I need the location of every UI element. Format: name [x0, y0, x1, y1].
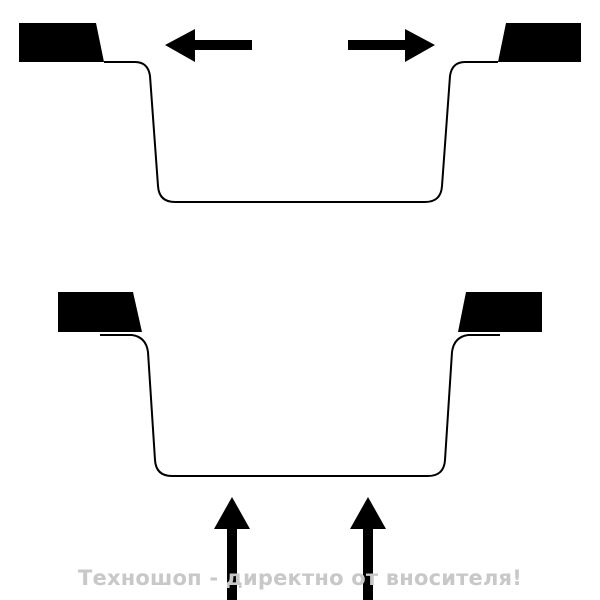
- sink-basin-bottom: [131, 334, 469, 477]
- watermark-text: Техношоп - директно от вносителя!: [77, 566, 522, 590]
- sink-basin-top: [104, 61, 498, 203]
- countertop-left-top: [19, 23, 104, 62]
- bottom-stage: [58, 292, 542, 600]
- arrow-right-icon: [348, 29, 435, 62]
- countertop-right-top: [498, 23, 581, 62]
- arrow-up-icon: [350, 497, 386, 600]
- countertop-right-bottom: [458, 292, 542, 332]
- arrow-left-icon: [165, 29, 252, 62]
- countertop-left-bottom: [58, 292, 142, 332]
- top-stage: [19, 23, 581, 203]
- arrow-up-icon: [214, 497, 250, 600]
